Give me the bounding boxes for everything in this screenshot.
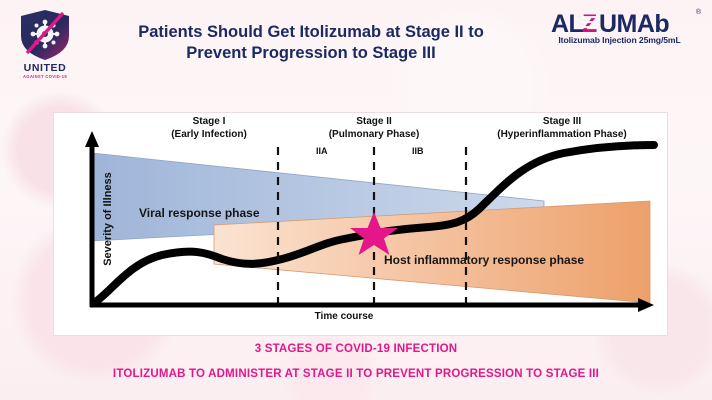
substage-label-iib: IIB xyxy=(412,146,424,156)
caption-itolizumab: ITOLIZUMAB TO ADMINISTER AT STAGE II TO … xyxy=(112,368,600,380)
stage-1-title: Stage I xyxy=(192,116,226,127)
stage-header-1: Stage I (Early Infection) xyxy=(134,115,284,141)
stage-3-title: Stage III xyxy=(542,116,582,127)
brand-tagline: Itolizumab Injection 25mg/5mL xyxy=(558,35,681,45)
brand-name-part1: AL xyxy=(551,10,584,38)
shield-icon xyxy=(14,8,76,62)
itolizumab-intervention-star[interactable] xyxy=(350,212,398,255)
page-title-line-1: Patients Should Get Itolizumab at Stage … xyxy=(138,23,484,41)
page-title-line-2: Prevent Progression to Stage III xyxy=(186,44,436,62)
registered-trademark-icon: ® xyxy=(695,9,701,16)
stage-3-subtitle: (Hyperinflammation Phase) xyxy=(497,129,627,140)
viral-response-label: Viral response phase xyxy=(139,206,260,220)
y-axis-label: Severity of Illness xyxy=(102,172,114,266)
stage-2-title: Stage II xyxy=(356,116,392,127)
alzumab-brand-logo: AL Z UMAb ® Itolizumab Injection 25mg/5m… xyxy=(537,8,702,45)
logo-name: UNITED xyxy=(23,62,67,74)
caption-stages: 3 STAGES OF COVID-19 INFECTION xyxy=(254,343,458,355)
united-against-covid-logo: UNITED AGAINST COVID-19 xyxy=(14,8,76,86)
host-inflammatory-label: Host inflammatory response phase xyxy=(384,253,585,267)
page-title: Patients Should Get Itolizumab at Stage … xyxy=(96,22,526,64)
stage-1-subtitle: (Early Infection) xyxy=(171,129,247,140)
chart-canvas xyxy=(85,131,658,312)
logo-subtitle: AGAINST COVID-19 xyxy=(22,74,68,79)
stage-header-2: Stage II (Pulmonary Phase) xyxy=(294,115,454,141)
x-axis-label: Time course xyxy=(314,311,374,322)
severity-curve xyxy=(90,141,658,307)
brand-z-glyph: Z xyxy=(582,10,597,38)
covid-stages-chart: Stage I (Early Infection) Stage II (Pulm… xyxy=(53,112,668,336)
host-inflammatory-wedge xyxy=(213,200,651,304)
chart-axes xyxy=(85,131,654,312)
svg-text:Z: Z xyxy=(582,10,597,38)
svg-text:UMAb: UMAb xyxy=(599,10,669,38)
brand-wordmark: AL Z UMAb ® xyxy=(537,8,702,38)
substage-label-iia: IIA xyxy=(316,146,328,156)
stage-header-3: Stage III (Hyperinflammation Phase) xyxy=(462,115,662,141)
stage-2-subtitle: (Pulmonary Phase) xyxy=(328,129,420,140)
